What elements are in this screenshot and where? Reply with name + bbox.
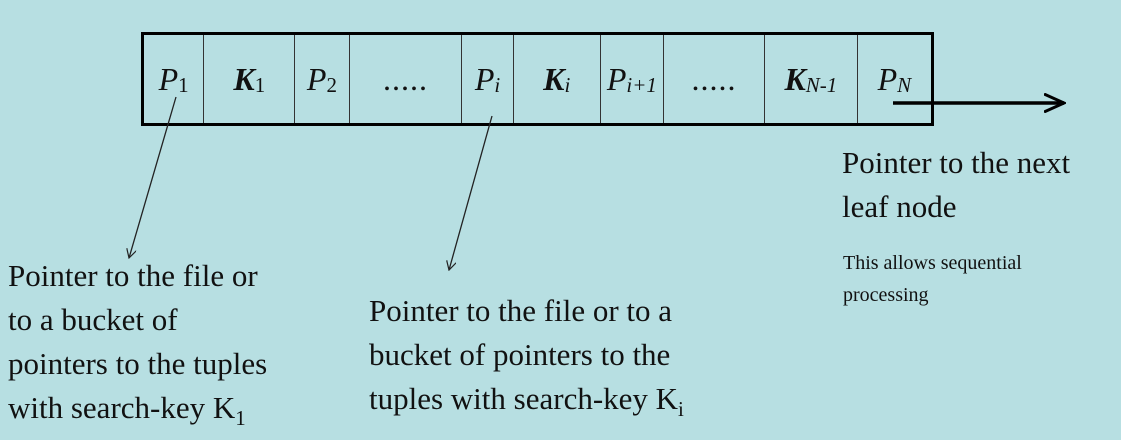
ellipsis-cell: ..... [350,35,463,123]
note-line: This allows sequential [843,252,1022,274]
cell-subscript: i [494,72,501,97]
note-line-text: with search-key K [8,390,236,425]
cell-subscript: 1 [254,72,266,97]
pointer-letter: P [306,60,327,97]
note-line: Pointer to the next [842,145,1071,180]
key-letter: K [543,60,565,97]
note-line: bucket of pointers to the [369,337,671,372]
note-line-text: tuples with search-key K [369,381,679,416]
cell-subscript: N [897,72,912,97]
note-line: processing [843,284,929,306]
note-line: with search-key K1 [8,386,267,440]
sequential-processing-note: This allows sequential processing [843,247,1022,311]
pointer-letter: P [474,60,495,97]
note-line: tuples with search-key Ki [369,377,684,431]
arrow-pi-to-file [449,115,493,270]
key-letter: K [784,60,806,97]
pointer-letter: P [877,60,898,97]
pi-pointer-description: Pointer to the file or to a bucket of po… [369,289,684,431]
note-line: pointers to the tuples [8,346,268,381]
cell-subscript: 2 [326,72,337,97]
key-letter: K [233,60,255,97]
pointer-letter: P [158,60,179,97]
arrows-layer [0,0,1121,427]
next-leaf-description: Pointer to the next leaf node [842,141,1070,229]
note-line: leaf node [842,189,957,224]
note-line: to a bucket of [8,302,178,337]
pointer-letter: P [606,60,627,97]
cell-subscript: N-1 [805,72,838,97]
cell-subscript: i [564,72,571,97]
cell-subscript: 1 [178,72,189,97]
ellipsis-text: ..... [691,60,737,97]
ellipsis-text: ..... [382,60,428,97]
cell-subscript: i+1 [626,72,657,97]
subscript: 1 [235,406,246,431]
arrow-p1-to-file [129,96,177,258]
p1-pointer-description: Pointer to the file or to a bucket of po… [8,254,267,440]
note-line: Pointer to the file or to a [369,293,673,328]
note-line: Pointer to the file or [8,258,258,293]
subscript: i [678,397,684,422]
ellipsis-cell: ..... [664,35,765,123]
